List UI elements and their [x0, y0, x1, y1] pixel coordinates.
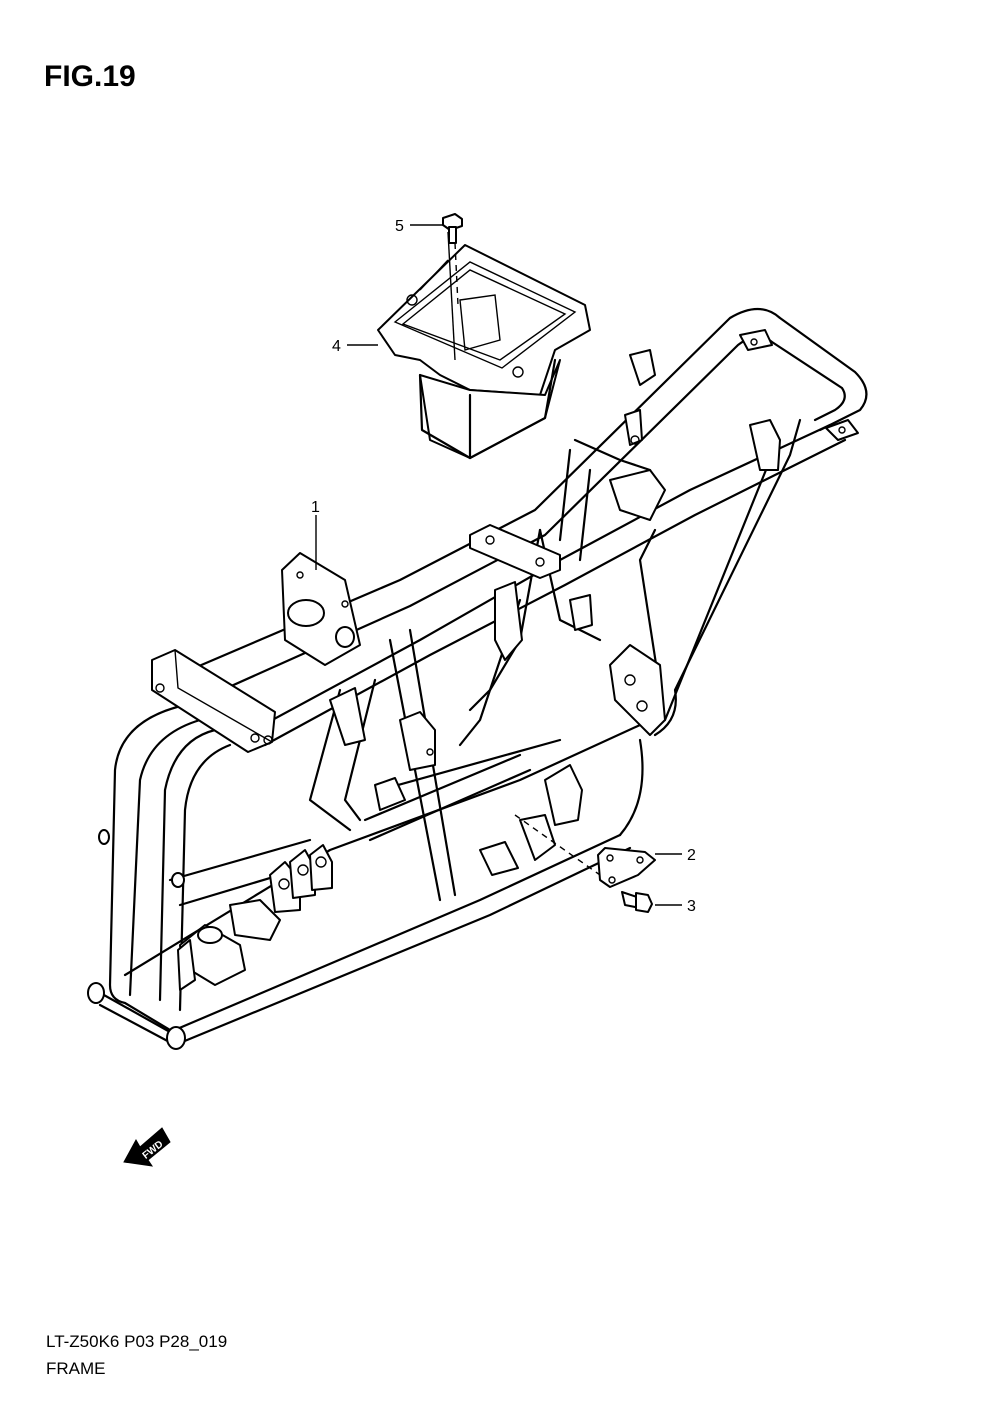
callout-1: 1 [311, 499, 320, 516]
tray-bolt[interactable] [442, 213, 463, 244]
callout-5: 5 [395, 218, 404, 235]
forward-arrow-icon [123, 1127, 171, 1167]
callout-2: 2 [687, 847, 696, 864]
battery-tray[interactable] [377, 231, 591, 460]
engine-bracket-plate[interactable] [597, 847, 656, 888]
main-frame[interactable] [87, 307, 868, 1050]
leader-lines [315, 224, 682, 906]
callout-3: 3 [687, 898, 696, 915]
callout-4: 4 [332, 338, 341, 355]
figure-title: FIG.19 [44, 60, 136, 93]
footer-section-name: FRAME [46, 1359, 106, 1378]
bracket-bolt[interactable] [621, 891, 653, 913]
fwd-badge: FWD [123, 1127, 171, 1167]
footer-model-code: LT-Z50K6 P03 P28_019 [46, 1332, 228, 1351]
